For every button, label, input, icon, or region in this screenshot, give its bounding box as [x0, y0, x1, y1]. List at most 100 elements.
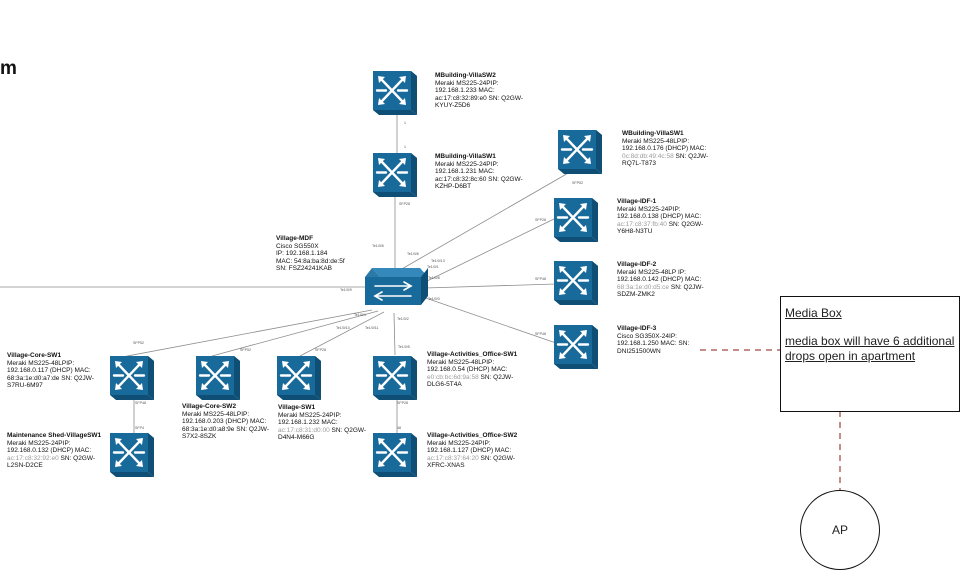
switch-icon-village-core-sw1: [108, 354, 156, 402]
switch-detail-text: 192.168.0.203 (DHCP): [182, 418, 249, 426]
port-label: SFP28: [315, 348, 326, 352]
switch-detail-text: Meraki MS225-48LPIP:: [427, 358, 495, 366]
switch-detail-text: Meraki MS225-48LP: [617, 268, 677, 276]
port-label: SFP48: [135, 401, 146, 405]
link-mdf-idf1: [424, 217, 557, 283]
port-label: SFP52: [240, 348, 251, 352]
switch-detail-text: RQ7L-T873: [622, 160, 656, 168]
switch-detail-text: 192.168.1.233 MAC:: [435, 87, 495, 95]
switch-detail-text: IP: 192.168.0.142 (DHCP): [617, 268, 686, 284]
media-box: Media Box media box will have 6 addition…: [780, 296, 960, 412]
switch-detail-text: Cisco SG350X-24IP:: [617, 332, 677, 340]
port-label: Te1/0/2: [397, 317, 409, 321]
port-label: SFP48: [535, 332, 546, 336]
port-label: SFP28: [397, 401, 408, 405]
switch-detail-text: SN: Q2JW-S7RU-6M97: [7, 374, 94, 390]
switch-details: Meraki MS225-48LPIP: 192.168.0.203 (DHCP…: [182, 411, 269, 441]
switch-details: Meraki MS225-24PIP: 192.168.1.233 MAC: a…: [435, 80, 523, 110]
port-label: Te1/0/5: [398, 345, 410, 349]
switch-detail-text: Q2JW-SDZM-ZMK2: [617, 283, 704, 299]
switch-detail-text: Meraki MS225-48LPIP:: [622, 137, 690, 145]
switch-detail-text: SN: Q2JW-: [480, 373, 514, 381]
switch-icon-activities-sw2: [371, 431, 419, 479]
switch-details: Meraki MS225-48LP IP: 192.168.0.142 (DHC…: [617, 269, 704, 299]
port-label: Te1/0/10: [336, 326, 350, 330]
switch-detail-text: 192.168.1.250 MAC: SN:: [617, 340, 690, 348]
core-label: Village-MDF Cisco SG550X IP: 192.168.1.1…: [276, 235, 345, 273]
switch-detail-text: KZHP-D6BT: [435, 183, 472, 191]
core-line: SN: FSZ24241KAB: [276, 265, 332, 273]
link-mdf-idf2: [424, 283, 557, 289]
link-mdf-wbuilding: [399, 171, 571, 271]
port-label: Te1/0/8: [428, 276, 440, 280]
switch-detail-text: DNI251500WN: [617, 347, 661, 355]
switch-icon-village-core-sw2: [194, 354, 242, 402]
port-label: SFP4: [135, 426, 144, 430]
switch-detail-text: ac:17:c8:32:8c:60 SN: Q2GW-: [435, 175, 523, 183]
mdf-core-switch-icon: [365, 268, 428, 305]
switch-details: Meraki MS225-48LPIP: 192.168.0.117 (DHCP…: [7, 360, 94, 390]
switch-icon-village-idf-2: [552, 259, 600, 307]
switch-name: Village-IDF-3: [617, 325, 657, 332]
port-label: Te1/0/6: [372, 244, 384, 248]
switch-detail-text: Meraki MS225-24PIP:: [435, 160, 499, 168]
media-box-title: Media Box: [785, 306, 842, 320]
port-label: 1: [404, 145, 406, 149]
switch-icon-maintenance-shed: [108, 431, 156, 479]
switch-name: Maintenance Shed-VillageSW1: [7, 432, 102, 439]
core-line: IP: 192.168.1.184: [276, 250, 328, 258]
switch-name: Village-IDF-2: [617, 261, 657, 268]
switch-name: Village-Core-SW1: [7, 352, 62, 359]
switch-details: Meraki MS225-24PIP: 192.168.0.132 (DHCP)…: [7, 440, 95, 470]
switch-detail-text: 192.168.1.127 (DHCP) MAC:: [427, 447, 512, 455]
switch-detail-text: ac:17:c8:31:d0:00: [278, 426, 330, 434]
switch-detail-text: ac:17:c8:37:64:20: [427, 454, 479, 462]
switch-detail-text: 0c:8d:db:49:4c:58: [622, 152, 674, 160]
switch-detail-text: 68:3a:1e:d0:d5:ce: [617, 283, 670, 291]
links: [0, 112, 571, 433]
switch-detail-text: 192.168.0.132 (DHCP) MAC:: [7, 447, 92, 455]
port-label: SFP28: [399, 202, 410, 206]
link-mdf-activities1: [393, 312, 396, 356]
switch-name: MBuilding-VillaSW2: [435, 72, 496, 79]
switch-icon-village-idf-1: [552, 196, 600, 244]
switch-icon-wbuilding-villasw1: [556, 128, 604, 176]
port-label: Te1/0/13: [431, 259, 445, 263]
switch-name: Village-Activities_Office-SW2: [427, 432, 518, 439]
switch-detail-text: L2SN-D2CE: [7, 462, 43, 470]
switch-detail-text: MAC: 68:3a:1e:d0:a7:de: [7, 367, 91, 382]
switch-detail-text: Meraki MS225-48LPIP:: [182, 410, 250, 418]
switch-detail-text: SN:: [670, 283, 682, 291]
switch-details: Cisco SG350X-24IP: 192.168.1.250 MAC: SN…: [617, 333, 689, 355]
switch-detail-text: 192.168.0.176 (DHCP) MAC:: [622, 145, 707, 153]
switch-detail-text: KYUY-Z5D6: [435, 102, 471, 110]
port-label: SFP52: [133, 341, 144, 345]
switch-detail-text: ac:17:c8:37:fb:40: [617, 220, 667, 228]
port-label: Te1/0/3: [428, 297, 440, 301]
switch-name: Village-IDF-1: [617, 198, 657, 205]
switch-detail-text: SN: Q2GW-: [668, 220, 704, 228]
core-line: MAC: 54:8a:ba:8d:de:5f: [276, 257, 345, 265]
switch-detail-text: ac:17:c8:32:92:e0: [7, 454, 59, 462]
switch-details: Meraki MS225-24PIP: 192.168.1.127 (DHCP)…: [427, 440, 515, 470]
port-labels: 1 1 SFP28 SFP52 SFP28 SFP48 SFP48 Te1/0/…: [133, 121, 583, 430]
switch-detail-text: Meraki MS225-48LPIP:: [7, 359, 75, 367]
port-label: Te1/0/4: [354, 313, 366, 317]
switch-name: Village-Core-SW2: [182, 403, 237, 410]
switch-details: Meraki MS225-24PIP: 192.168.1.231 MAC: a…: [435, 161, 523, 191]
switch-detail-text: SN: Q2JW-S7X2-8SZK: [182, 425, 269, 441]
switch-detail-text: Y6H8-N3TU: [617, 228, 653, 236]
switch-details: Meraki MS225-48LPIP: 192.168.0.54 (DHCP)…: [427, 359, 513, 389]
switch-icon-village-sw1: [275, 354, 323, 402]
